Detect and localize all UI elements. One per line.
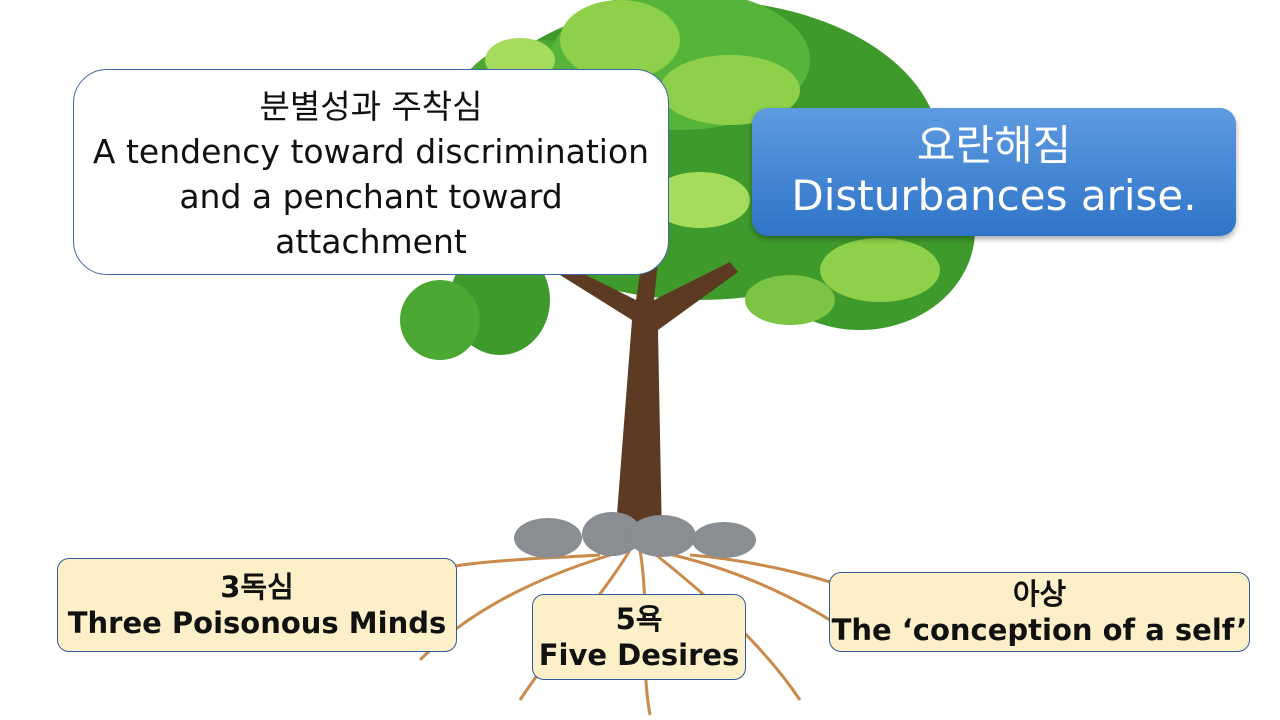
disturbances-box: 요란해짐 Disturbances arise. bbox=[752, 108, 1236, 236]
disturbances-english: Disturbances arise. bbox=[791, 171, 1197, 220]
three-poisonous-minds-box: 3독심 Three Poisonous Minds bbox=[57, 558, 457, 652]
discrimination-korean: 분별성과 주착심 bbox=[259, 87, 483, 126]
discrimination-attachment-box: 분별성과 주착심 A tendency toward discriminatio… bbox=[73, 69, 669, 275]
three-poisons-korean: 3독심 bbox=[220, 570, 294, 604]
five-desires-korean: 5욕 bbox=[615, 602, 663, 636]
five-desires-english: Five Desires bbox=[538, 638, 740, 672]
rocks bbox=[514, 512, 756, 558]
discrimination-line-1: A tendency toward discrimination bbox=[92, 132, 650, 171]
self-conception-korean: 아상 bbox=[1012, 577, 1067, 611]
trunk bbox=[560, 220, 738, 540]
conception-of-self-box: 아상 The ‘conception of a self’ bbox=[829, 572, 1250, 652]
self-conception-english: The ‘conception of a self’ bbox=[831, 613, 1248, 647]
discrimination-line-3: attachment bbox=[275, 222, 467, 261]
three-poisons-english: Three Poisonous Minds bbox=[67, 606, 447, 640]
disturbances-korean: 요란해짐 bbox=[916, 121, 1072, 170]
discrimination-line-2: and a penchant toward bbox=[179, 177, 563, 216]
five-desires-box: 5욕 Five Desires bbox=[532, 594, 746, 680]
